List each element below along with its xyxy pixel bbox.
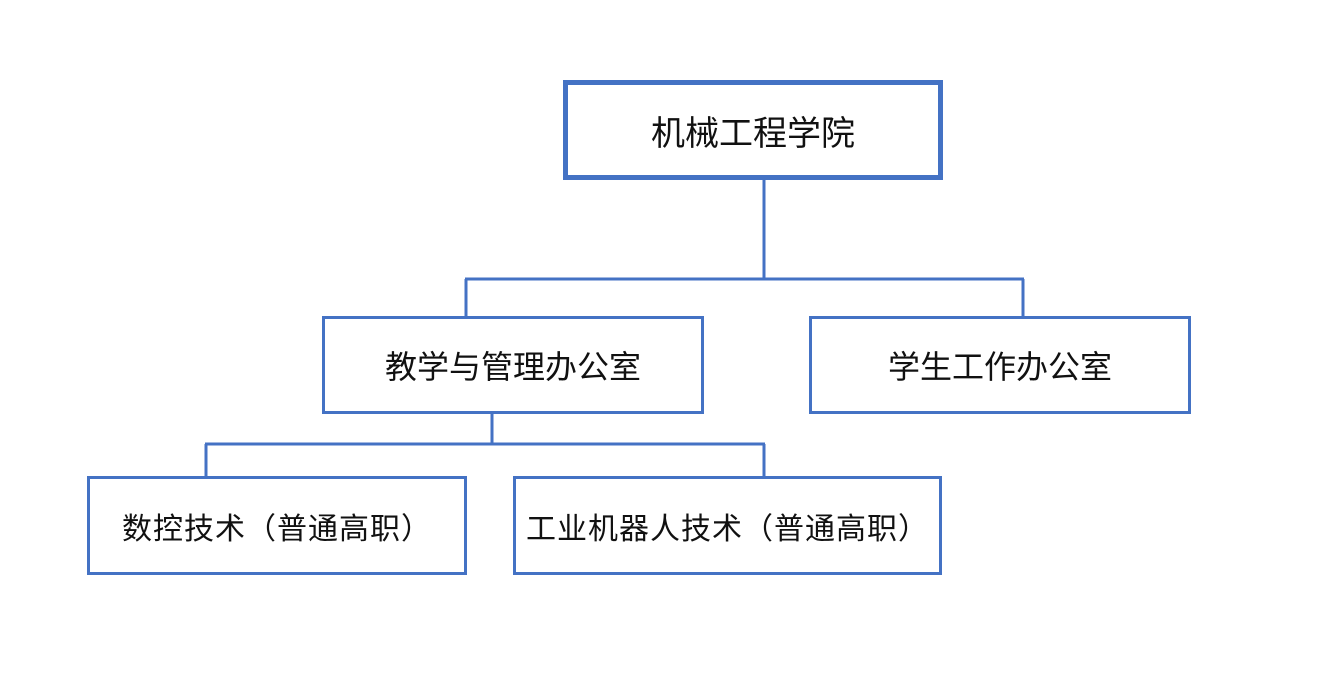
student-affairs-office-box: 学生工作办公室 xyxy=(809,316,1191,414)
student-affairs-office-label: 学生工作办公室 xyxy=(887,348,1112,386)
cnc-technology-box: 数控技术（普通高职） xyxy=(87,476,467,575)
cnc-technology-label: 数控技术（普通高职） xyxy=(122,511,432,547)
teaching-management-office-box: 教学与管理办公室 xyxy=(322,316,704,414)
college-root-box: 机械工程学院 xyxy=(563,80,943,180)
industrial-robot-technology-label: 工业机器人技术（普通高职） xyxy=(526,511,929,547)
industrial-robot-technology-box: 工业机器人技术（普通高职） xyxy=(513,476,942,575)
college-root-label: 机械工程学院 xyxy=(651,113,855,154)
teaching-management-office-label: 教学与管理办公室 xyxy=(384,348,641,386)
